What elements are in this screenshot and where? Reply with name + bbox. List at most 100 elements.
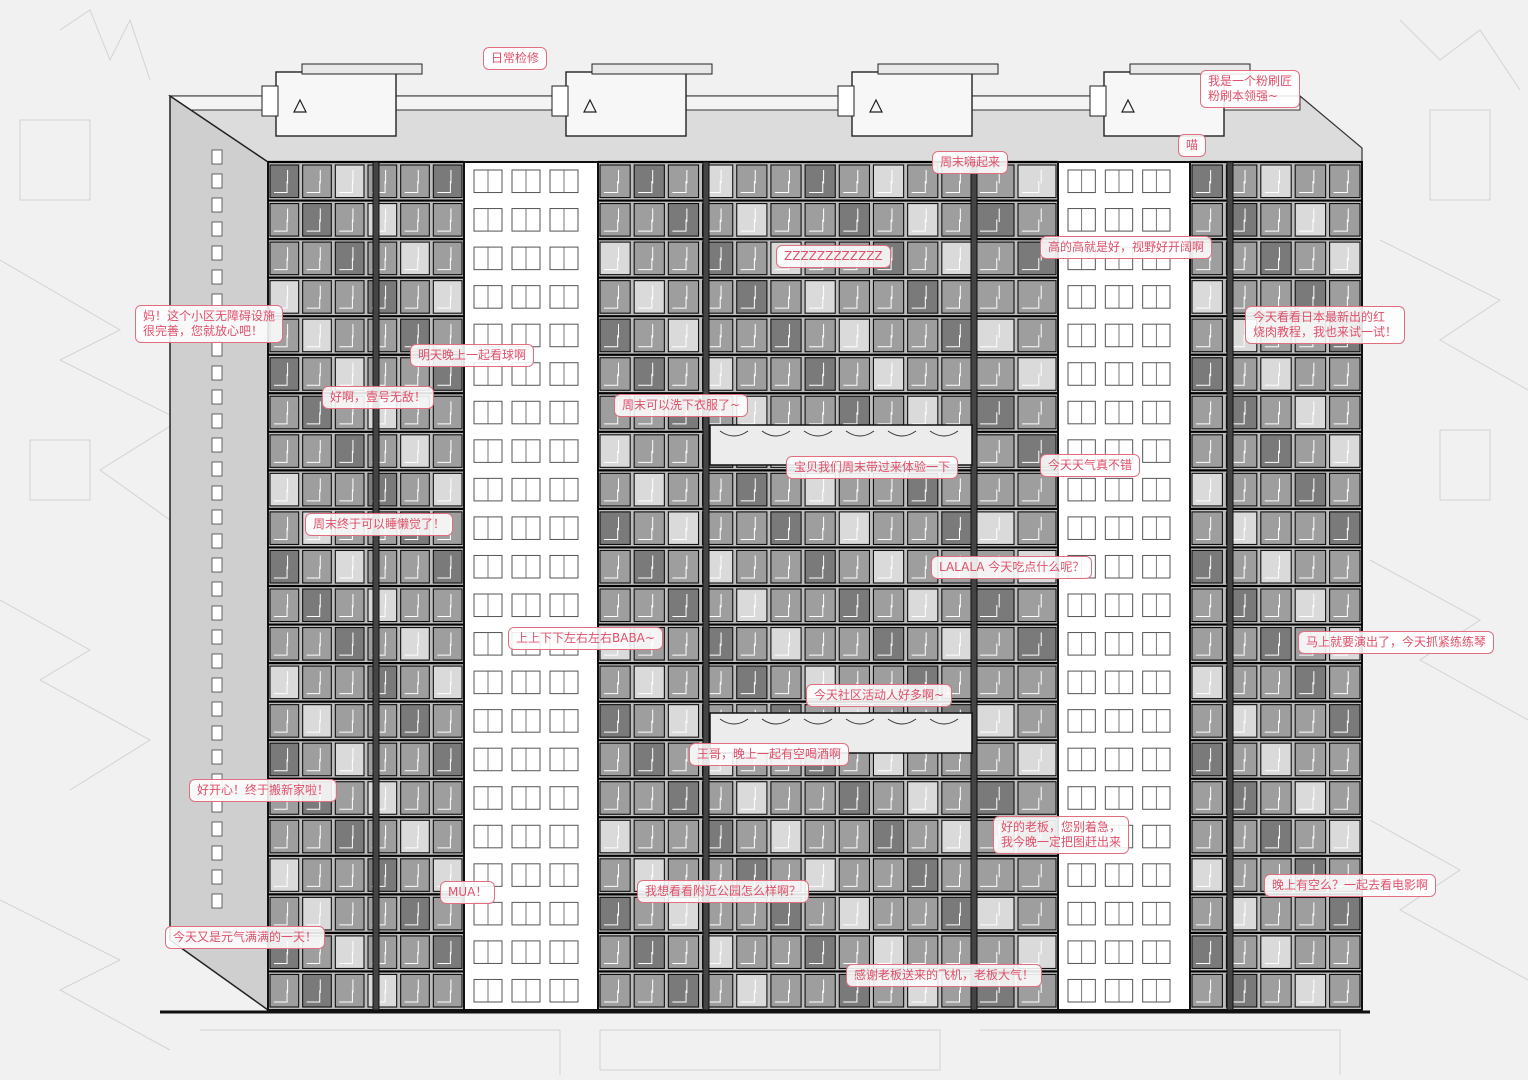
furniture-sketch xyxy=(1230,362,1246,386)
furniture-sketch xyxy=(843,594,859,618)
furniture-sketch xyxy=(843,285,859,309)
furniture-sketch xyxy=(774,979,790,1003)
furniture-sketch xyxy=(740,825,756,849)
bubble-community-event: 今天社区活动人好多啊~ xyxy=(806,684,953,707)
furniture-sketch xyxy=(706,555,722,579)
furniture-sketch xyxy=(877,555,893,579)
furniture-sketch xyxy=(774,516,790,540)
furniture-sketch xyxy=(877,247,893,271)
bubble-energetic-day: 今天又是元气满满的一天！ xyxy=(165,926,326,949)
furniture-sketch xyxy=(437,632,452,656)
furniture-sketch xyxy=(306,709,321,733)
furniture-sketch xyxy=(1230,516,1246,540)
furniture-sketch xyxy=(1196,940,1212,964)
furniture-sketch xyxy=(1299,979,1315,1003)
side-window xyxy=(211,821,223,837)
furniture-sketch xyxy=(437,786,452,810)
furniture-sketch xyxy=(1196,401,1212,425)
furniture-sketch xyxy=(1264,940,1280,964)
furniture-sketch xyxy=(706,478,722,502)
furniture-sketch xyxy=(404,285,419,309)
furniture-sketch xyxy=(672,478,688,502)
furniture-sketch xyxy=(437,401,452,425)
furniture-sketch xyxy=(774,632,790,656)
furniture-sketch xyxy=(911,594,927,618)
side-window xyxy=(211,413,223,429)
furniture-sketch xyxy=(274,979,289,1003)
furniture-sketch xyxy=(774,208,790,232)
furniture-sketch xyxy=(1299,439,1315,463)
furniture-sketch xyxy=(437,208,452,232)
bubble-watch-game: 明天晚上一起看球啊 xyxy=(410,344,535,367)
furniture-sketch xyxy=(1196,170,1212,194)
furniture-sketch xyxy=(274,555,289,579)
furniture-sketch xyxy=(1022,170,1042,194)
furniture-sketch xyxy=(604,324,620,348)
furniture-sketch xyxy=(1196,208,1212,232)
furniture-sketch xyxy=(740,401,756,425)
furniture-sketch xyxy=(672,439,688,463)
furniture-sketch xyxy=(980,902,1000,926)
furniture-sketch xyxy=(740,594,756,618)
furniture-sketch xyxy=(774,285,790,309)
furniture-sketch xyxy=(980,401,1000,425)
furniture-sketch xyxy=(945,208,961,232)
furniture-sketch xyxy=(339,439,354,463)
furniture-sketch xyxy=(945,401,961,425)
furniture-sketch xyxy=(980,247,1000,271)
bubble-nice-weather: 今天天气真不错 xyxy=(1040,454,1141,477)
furniture-sketch xyxy=(638,208,654,232)
furniture-sketch xyxy=(1299,401,1315,425)
furniture-sketch xyxy=(945,247,961,271)
side-window xyxy=(211,701,223,717)
furniture-sketch xyxy=(1264,247,1280,271)
furniture-sketch xyxy=(1196,324,1212,348)
side-window xyxy=(211,605,223,621)
bubble-sleeping: ZZZZZZZZZZZZ xyxy=(776,245,891,268)
furniture-sketch xyxy=(945,594,961,618)
furniture-sketch xyxy=(672,979,688,1003)
furniture-sketch xyxy=(274,439,289,463)
furniture-sketch xyxy=(1264,362,1280,386)
furniture-sketch xyxy=(843,170,859,194)
furniture-sketch xyxy=(1022,208,1042,232)
furniture-sketch xyxy=(1299,709,1315,733)
furniture-sketch xyxy=(306,863,321,887)
furniture-sketch xyxy=(706,825,722,849)
furniture-sketch xyxy=(843,516,859,540)
furniture-sketch xyxy=(980,324,1000,348)
furniture-sketch xyxy=(638,748,654,772)
furniture-sketch xyxy=(774,786,790,810)
side-window xyxy=(211,197,223,213)
furniture-sketch xyxy=(706,285,722,309)
furniture-sketch xyxy=(638,555,654,579)
rooftop-cap xyxy=(877,63,999,75)
furniture-sketch xyxy=(274,170,289,194)
furniture-sketch xyxy=(740,324,756,348)
furniture-sketch xyxy=(1022,516,1042,540)
furniture-sketch xyxy=(740,979,756,1003)
furniture-sketch xyxy=(404,979,419,1003)
bunting-decoration xyxy=(887,718,917,725)
furniture-sketch xyxy=(604,594,620,618)
furniture-sketch xyxy=(1264,594,1280,618)
furniture-sketch xyxy=(1022,478,1042,502)
furniture-sketch xyxy=(1333,362,1349,386)
furniture-sketch xyxy=(604,516,620,540)
furniture-sketch xyxy=(306,170,321,194)
furniture-sketch xyxy=(437,748,452,772)
furniture-sketch xyxy=(1022,594,1042,618)
furniture-sketch xyxy=(740,170,756,194)
furniture-sketch xyxy=(809,555,825,579)
furniture-sketch xyxy=(339,632,354,656)
furniture-sketch xyxy=(809,170,825,194)
furniture-sketch xyxy=(1196,632,1212,656)
warning-sign-icon xyxy=(583,98,597,113)
furniture-sketch xyxy=(339,285,354,309)
furniture-sketch xyxy=(809,940,825,964)
furniture-sketch xyxy=(339,902,354,926)
furniture-sketch xyxy=(274,748,289,772)
furniture-sketch xyxy=(1022,439,1042,463)
furniture-sketch xyxy=(274,902,289,926)
furniture-sketch xyxy=(437,940,452,964)
